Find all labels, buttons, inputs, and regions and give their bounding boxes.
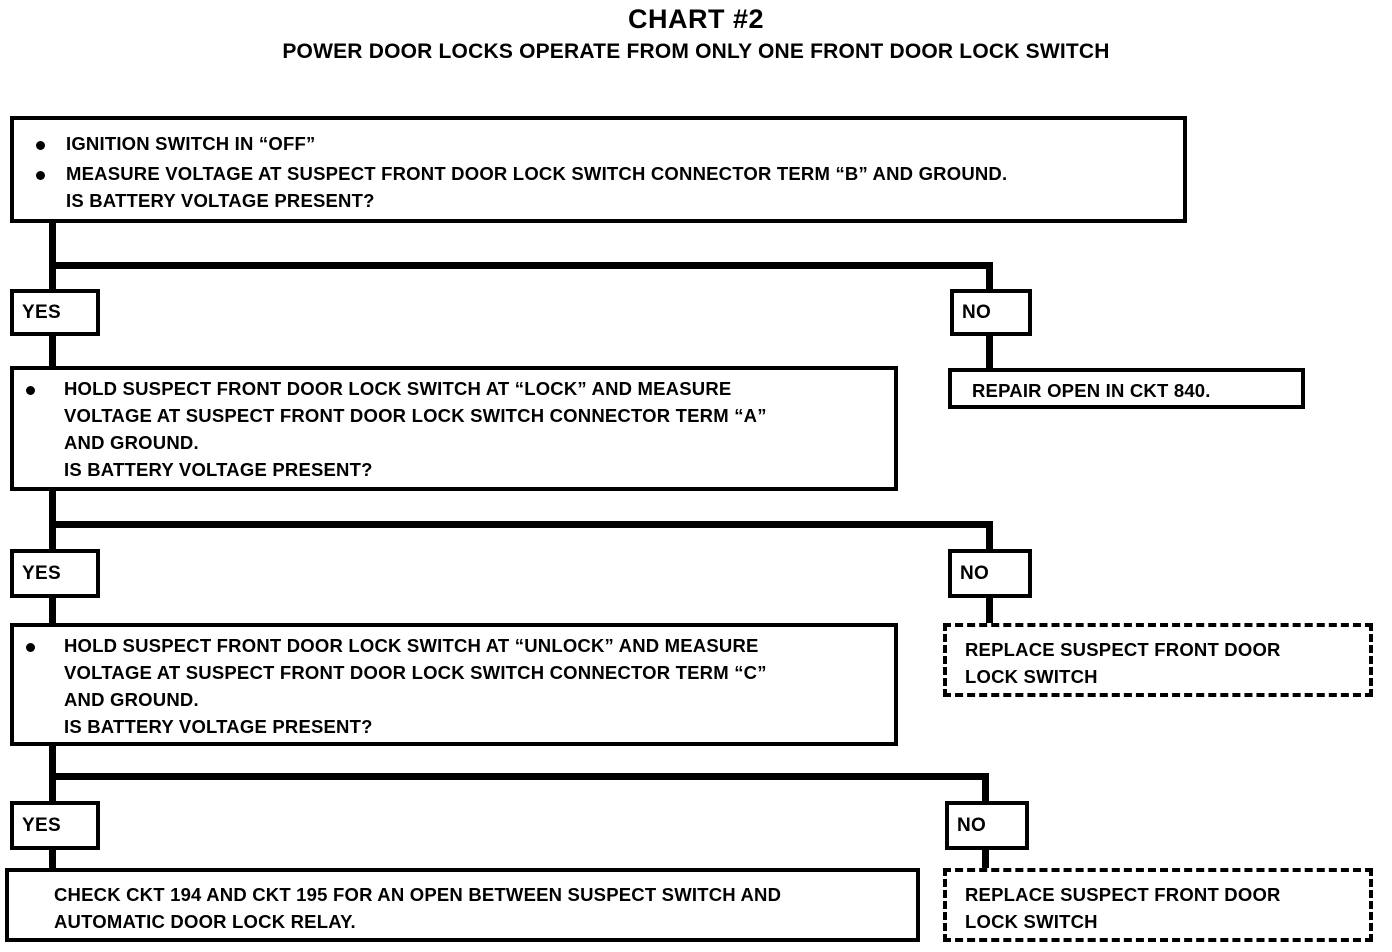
check-ckt-box: CHECK CKT 194 AND CKT 195 FOR AN OPEN BE… [5, 868, 920, 942]
bullet-icon [26, 386, 35, 395]
connector-branch2-no-down [986, 521, 993, 555]
connector-branch3-no-to-replace [982, 848, 989, 870]
page-subtitle: POWER DOOR LOCKS OPERATE FROM ONLY ONE F… [282, 40, 1110, 63]
branch1-no-text: NO [962, 301, 992, 323]
repair-open-box: REPAIR OPEN IN CKT 840. [948, 368, 1305, 409]
step2-line3-text: AND GROUND. [64, 432, 199, 453]
branch1-no-label-box: NO [950, 289, 1032, 336]
branch3-yes-label-box: YES [10, 801, 100, 850]
replace-box-1-line2-text: LOCK SWITCH [965, 666, 1098, 687]
branch2-yes-text: YES [22, 562, 61, 584]
step3-line2-text: VOLTAGE AT SUSPECT FRONT DOOR LOCK SWITC… [64, 662, 767, 683]
step2-line1-text: HOLD SUSPECT FRONT DOOR LOCK SWITCH AT “… [64, 378, 732, 399]
connector-branch3-no-down [982, 773, 989, 807]
replace-switch-box-2: REPLACE SUSPECT FRONT DOOR LOCK SWITCH [943, 868, 1373, 942]
replace-box-1-line1-text: REPLACE SUSPECT FRONT DOOR [965, 639, 1281, 660]
bullet-icon [26, 643, 35, 652]
bullet-icon [36, 141, 45, 150]
step2-line2-text: VOLTAGE AT SUSPECT FRONT DOOR LOCK SWITC… [64, 405, 767, 426]
connector-branch1-no-to-repair [986, 333, 993, 371]
replace-switch-box-1: REPLACE SUSPECT FRONT DOOR LOCK SWITCH [943, 623, 1373, 697]
step1-bullet1-text: IGNITION SWITCH IN “OFF” [66, 133, 316, 154]
step3-line4-text: IS BATTERY VOLTAGE PRESENT? [64, 716, 373, 737]
branch1-yes-label-box: YES [10, 289, 100, 336]
connector-branch2-yes-down [49, 596, 56, 626]
step1-test-box: IGNITION SWITCH IN “OFF” MEASURE VOLTAGE… [10, 116, 1187, 223]
branch2-yes-label-box: YES [10, 549, 100, 598]
connector-step1-down [49, 222, 56, 294]
branch2-no-label-box: NO [948, 549, 1032, 598]
step1-bullet2-line2-text: IS BATTERY VOLTAGE PRESENT? [66, 190, 375, 211]
replace-box-2-line1-text: REPLACE SUSPECT FRONT DOOR [965, 884, 1281, 905]
step3-line3-text: AND GROUND. [64, 689, 199, 710]
replace-box-2-line2-text: LOCK SWITCH [965, 911, 1098, 932]
connector-branch1-horizontal [49, 262, 993, 269]
step3-test-box: HOLD SUSPECT FRONT DOOR LOCK SWITCH AT “… [10, 623, 898, 746]
step2-test-box: HOLD SUSPECT FRONT DOOR LOCK SWITCH AT “… [10, 366, 898, 491]
branch3-no-label-box: NO [945, 801, 1029, 850]
branch1-yes-text: YES [22, 301, 61, 323]
repair-open-text: REPAIR OPEN IN CKT 840. [972, 380, 1211, 401]
page-title: CHART #2 [627, 4, 765, 34]
connector-branch1-yes-down [49, 333, 56, 369]
step2-line4-text: IS BATTERY VOLTAGE PRESENT? [64, 459, 373, 480]
connector-branch3-horizontal [49, 773, 989, 780]
step3-line1-text: HOLD SUSPECT FRONT DOOR LOCK SWITCH AT “… [64, 635, 759, 656]
check-box-line1-text: CHECK CKT 194 AND CKT 195 FOR AN OPEN BE… [54, 884, 782, 905]
connector-branch3-yes-down [49, 848, 56, 870]
branch3-no-text: NO [957, 814, 987, 836]
connector-branch2-horizontal [49, 521, 993, 528]
connector-branch1-no-down [986, 262, 993, 294]
branch2-no-text: NO [960, 562, 990, 584]
branch3-yes-text: YES [22, 814, 61, 836]
bullet-icon [36, 171, 45, 180]
check-box-line2-text: AUTOMATIC DOOR LOCK RELAY. [54, 911, 356, 932]
step1-bullet2-line1-text: MEASURE VOLTAGE AT SUSPECT FRONT DOOR LO… [66, 163, 1008, 184]
connector-branch2-no-to-replace [986, 596, 993, 626]
